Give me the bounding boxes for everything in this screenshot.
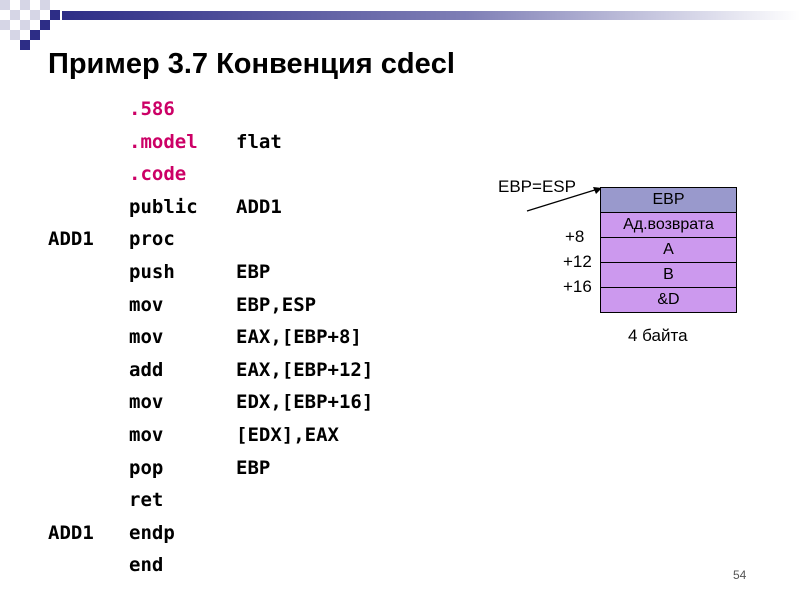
- code-mnemonic: proc: [129, 228, 175, 251]
- stack-frame: EBP Ад.возврата A B &D: [600, 187, 737, 313]
- header-square: [10, 10, 20, 20]
- code-mnemonic: pop: [129, 456, 164, 479]
- code-operand: EBP,ESP: [236, 293, 317, 316]
- header-square: [30, 10, 40, 20]
- stack-cell-return-address: Ад.возврата: [601, 213, 736, 238]
- code-operand: [EDX],EAX: [236, 424, 339, 446]
- stack-cell-ebp: EBP: [601, 188, 736, 213]
- code-label: ADD1: [48, 228, 94, 251]
- header-square: [20, 40, 30, 50]
- code-mnemonic: .model: [129, 130, 198, 153]
- code-mnemonic: .code: [129, 163, 187, 186]
- offset-label-8: +8: [565, 227, 585, 246]
- code-mnemonic: mov: [129, 326, 164, 349]
- header-square: [10, 30, 20, 40]
- code-mnemonic: .586: [129, 98, 175, 120]
- code-label: ADD1: [48, 521, 94, 544]
- stack-cell-a: A: [601, 238, 736, 263]
- code-mnemonic: ret: [129, 489, 164, 512]
- offset-label-16: +16: [563, 277, 592, 296]
- header-square: [30, 30, 40, 40]
- header-square: [20, 0, 30, 10]
- page-number: 54: [733, 568, 747, 582]
- slide-title: Пример 3.7 Конвенция cdecl: [48, 48, 455, 80]
- code-operand: EBP: [236, 456, 271, 479]
- header-square: [0, 0, 10, 10]
- stack-cell-b: B: [601, 263, 736, 288]
- code-mnemonic: mov: [129, 293, 164, 316]
- code-operand: ADD1: [236, 195, 282, 218]
- code-operand: flat: [236, 130, 282, 153]
- header-square: [40, 20, 50, 30]
- code-operand: EAX,[EBP+8]: [236, 326, 362, 349]
- code-operand: EBP: [236, 261, 271, 283]
- header-square: [20, 20, 30, 30]
- code-mnemonic: mov: [129, 424, 164, 446]
- code-mnemonic: add: [129, 358, 164, 381]
- header-decoration: [0, 0, 800, 50]
- header-square: [50, 10, 60, 20]
- pointer-label: EBP=ESP: [498, 177, 576, 196]
- code-mnemonic: end: [129, 554, 164, 577]
- code-operand: EAX,[EBP+12]: [236, 358, 374, 381]
- offset-label-12: +12: [563, 252, 592, 271]
- stack-width-caption: 4 байта: [628, 326, 688, 345]
- code-mnemonic: mov: [129, 391, 164, 414]
- header-gradient-bar: [62, 11, 800, 20]
- header-square: [0, 20, 10, 30]
- stack-cell-d: &D: [601, 288, 736, 313]
- code-operand: EDX,[EBP+16]: [236, 391, 374, 414]
- code-mnemonic: public: [129, 195, 198, 218]
- code-mnemonic: push: [129, 261, 175, 283]
- header-square: [40, 0, 50, 10]
- code-mnemonic: endp: [129, 521, 175, 544]
